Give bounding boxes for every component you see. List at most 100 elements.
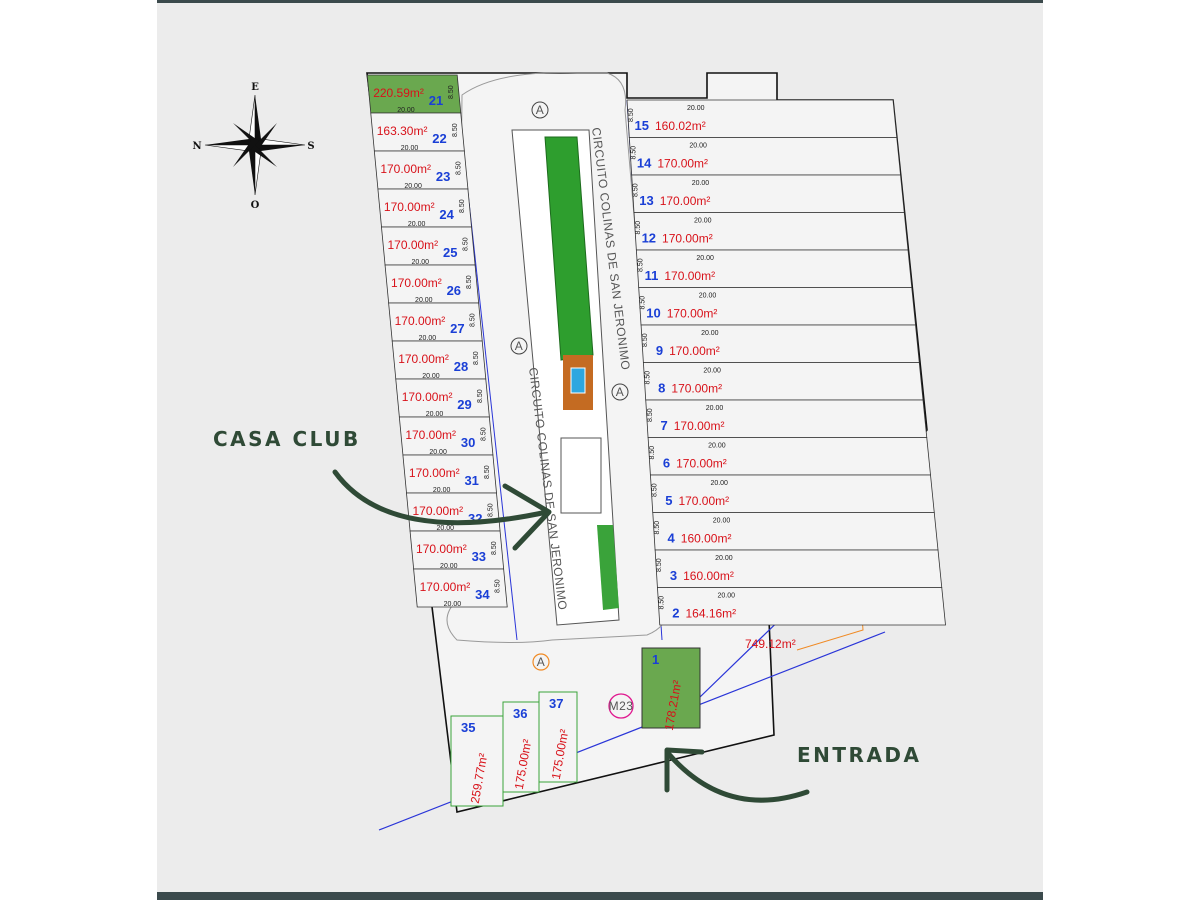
site-plan-map: A A A A M23 CIRCUITO COLINAS DE SAN JERO… — [157, 0, 1043, 900]
lot-area: 170.00m² — [412, 504, 463, 518]
casa-club-lounge — [560, 437, 602, 514]
lot-number: 10 — [646, 306, 660, 321]
lot-dimension: 20.00 — [699, 293, 717, 300]
lot-dimension: 8.50 — [633, 183, 640, 197]
casa-club-callout: CASA CLUB — [213, 427, 361, 451]
lot-number: 5 — [665, 493, 672, 508]
lot-dimension: 8.50 — [635, 221, 642, 235]
lot-number: 1 — [652, 652, 659, 667]
lot-dimension: 8.50 — [637, 258, 644, 272]
lot-dimension: 8.50 — [455, 161, 462, 175]
lot-dimension: 20.00 — [408, 221, 426, 228]
lot-number: 4 — [668, 531, 676, 546]
lot-number: 22 — [432, 131, 446, 146]
lot-number: 29 — [457, 397, 471, 412]
lot-23[interactable]: 23 170.00m² 20.00 8.50 — [373, 150, 469, 190]
lot-dimension: 8.50 — [466, 275, 473, 289]
lot-dimension: 20.00 — [703, 368, 721, 375]
lot-dimension: 8.50 — [640, 296, 647, 310]
lot-number: 13 — [639, 193, 653, 208]
lot-area: 170.00m² — [657, 157, 708, 171]
entrada-callout: ENTRADA — [797, 743, 922, 767]
lot-number: 37 — [549, 696, 563, 711]
lot-number: 24 — [439, 207, 454, 222]
casa-club-arrow-icon — [332, 469, 550, 526]
lot-shape — [657, 587, 946, 626]
lot-dimension: 20.00 — [404, 183, 422, 190]
lot-dimension: 20.00 — [717, 593, 735, 600]
lot-dimension: 20.00 — [422, 373, 440, 380]
lot-10[interactable]: 10 170.00m² 20.00 8.50 — [638, 287, 916, 326]
lot-dimension: 20.00 — [429, 449, 447, 456]
lot-area: 170.00m² — [391, 276, 442, 290]
lot-dimension: 8.50 — [452, 123, 459, 137]
lot-area: 170.00m² — [398, 352, 449, 366]
svg-text:A: A — [515, 339, 524, 353]
lot-number: 3 — [670, 568, 677, 583]
casa-club-arrow-head — [502, 483, 552, 551]
lot-number: 6 — [663, 456, 670, 471]
lot-dimension: 8.50 — [448, 85, 455, 99]
lot-shape — [450, 715, 504, 807]
lot-dimension: 20.00 — [689, 143, 707, 150]
road-marker-a: A — [611, 383, 629, 401]
lot-area: 170.00m² — [660, 194, 711, 208]
lot-dimension: 8.50 — [480, 427, 487, 441]
lot-number: 36 — [513, 706, 527, 721]
lot-number: 23 — [436, 169, 450, 184]
lot-area: 170.00m² — [380, 162, 431, 176]
lot-dimension: 20.00 — [706, 405, 724, 412]
extra-plot-area: 749.12m² — [745, 637, 796, 651]
lot-dimension: 20.00 — [415, 297, 433, 304]
svg-text:A: A — [536, 103, 545, 117]
lot-number: 11 — [645, 268, 659, 283]
lot-dimension: 8.50 — [484, 465, 491, 479]
entrada-arrow-head — [664, 747, 705, 793]
lot-number: 35 — [461, 720, 475, 735]
lot-dimension: 20.00 — [687, 105, 705, 112]
lot-area: 170.00m² — [395, 314, 446, 328]
lot-shape — [538, 691, 578, 783]
lot-number: 28 — [454, 359, 468, 374]
lot-dimension: 20.00 — [708, 443, 726, 450]
lot-area: 170.00m² — [671, 382, 722, 396]
lot-number: 15 — [635, 118, 649, 133]
lot-dimension: 20.00 — [694, 218, 712, 225]
lot-area: 170.00m² — [667, 307, 718, 321]
lot-dimension: 8.50 — [642, 333, 649, 347]
lot-area: 170.00m² — [678, 494, 729, 508]
lot-number: 30 — [461, 435, 475, 450]
